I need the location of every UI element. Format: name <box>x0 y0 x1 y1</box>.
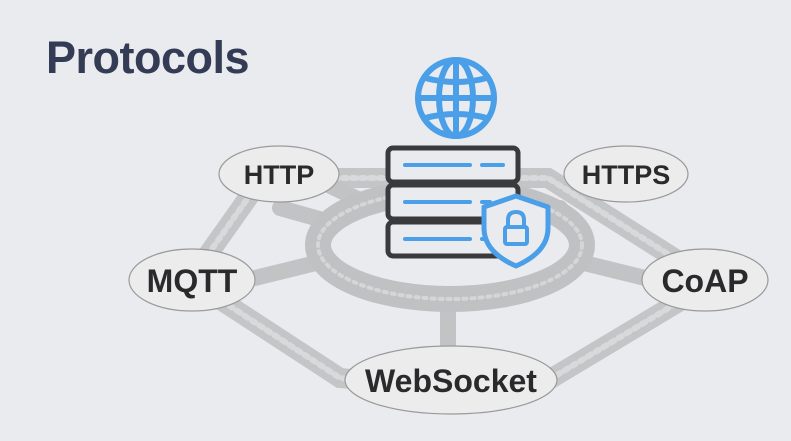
protocol-label-https: HTTPS <box>582 160 671 190</box>
protocol-label-mqtt: MQTT <box>147 263 238 299</box>
protocol-node-mqtt: MQTT <box>128 248 256 312</box>
protocol-label-websocket: WebSocket <box>365 363 537 399</box>
protocol-node-coap: CoAP <box>641 248 769 312</box>
protocol-label-coap: CoAP <box>661 263 748 299</box>
protocol-node-http: HTTP <box>218 145 340 203</box>
globe-icon <box>415 57 497 139</box>
page-title: Protocols <box>46 32 250 83</box>
protocol-node-https: HTTPS <box>563 145 689 203</box>
protocol-node-websocket: WebSocket <box>344 345 558 415</box>
protocol-label-http: HTTP <box>244 160 315 190</box>
shield-lock-icon <box>481 193 551 269</box>
